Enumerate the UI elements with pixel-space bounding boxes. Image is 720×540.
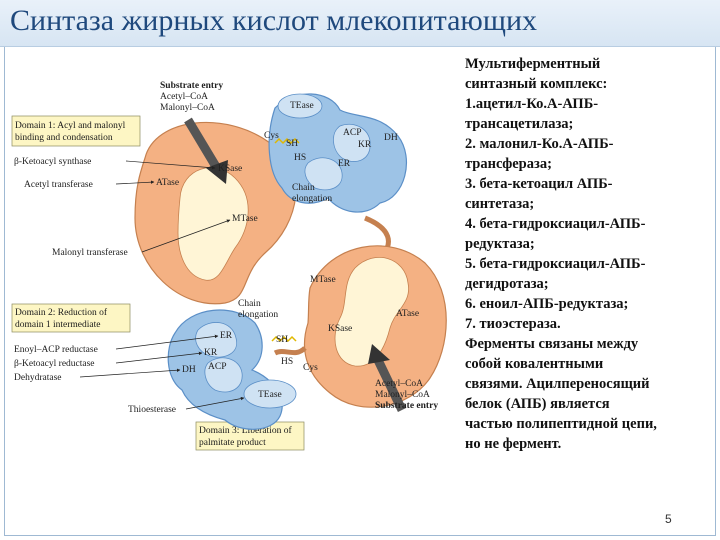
upper-acyl-chain	[274, 137, 300, 145]
description-line: синтазный комплекс:	[465, 76, 608, 92]
lower-cys-label: Cys	[303, 363, 318, 373]
thioesterase-label: Thioesterase	[128, 405, 176, 415]
dehydratase-label: Dehydratase	[14, 373, 61, 383]
ketoacyl-reductase-pointer	[115, 351, 203, 364]
acetyl-transferase-pointer	[115, 180, 155, 185]
description-text: Мультиферментный синтазный комплекс: 1.а…	[465, 54, 715, 454]
domain1-box	[11, 115, 141, 147]
description-line: 1.ацетил-Ко.А-АПБ-	[465, 96, 599, 112]
chain-elongation-upper-line2: elongation	[292, 194, 332, 204]
substrate-top-line3: Malonyl–CoA	[160, 103, 215, 113]
upper-dh-label: DH	[384, 133, 398, 143]
description-line: Мультиферментный	[465, 56, 601, 72]
domain1-label-line2: binding and condensation	[15, 133, 113, 143]
description-line: собой ковалентными	[465, 356, 604, 372]
domain1-label-line1: Domain 1: Acyl and malonyl	[15, 121, 126, 131]
substrate-top-line2: Acetyl–CoA	[160, 92, 208, 102]
lower-chain-link	[273, 346, 307, 356]
upper-er-domain	[304, 157, 343, 191]
enoyl-reductase-pointer	[115, 334, 219, 350]
substrate-top-line1: Substrate entry	[160, 81, 223, 91]
description-line: синтетаза;	[465, 196, 535, 212]
description-line: 5. бета-гидроксиацил-АПБ-	[465, 256, 646, 272]
substrate-arrow-bottom-shaft	[373, 358, 407, 412]
description-line: трансацетилаза;	[465, 116, 574, 132]
upper-atase-label: ATase	[156, 178, 179, 188]
upper-sh-label: SH	[286, 139, 298, 149]
substrate-bottom-line3: Substrate entry	[375, 401, 438, 411]
lower-er-domain	[195, 322, 238, 358]
description-line: Ферменты связаны между	[465, 336, 639, 352]
lower-acp-label: ACP	[208, 362, 226, 372]
description-line: 4. бета-гидроксиацил-АПБ-	[465, 216, 646, 232]
substrate-arrow-bottom-head	[368, 344, 390, 364]
malonyl-transferase-label: Malonyl transferase	[52, 247, 128, 258]
description-line: 2. малонил-Ко.А-АПБ-	[465, 136, 614, 152]
substrate-bottom-line2: Malonyl–CoA	[375, 390, 430, 400]
lower-tease-domain	[243, 379, 297, 409]
enoyl-reductase-label: Enoyl–ACP reductase	[14, 345, 98, 355]
upper-ksase-label: KSase	[218, 164, 242, 174]
upper-hs-label: HS	[294, 153, 306, 163]
substrate-arrow-top-head	[206, 160, 228, 184]
description-line: но не фермент.	[465, 436, 562, 452]
lower-sh-label: SH	[276, 335, 288, 345]
domain2-box	[11, 303, 131, 333]
upper-acp-domain	[333, 123, 371, 162]
upper-kr-label: KR	[358, 140, 372, 150]
ketoacyl-synthase-label: β-Ketoacyl synthase	[14, 157, 91, 167]
dehydratase-pointer	[79, 368, 181, 378]
description-line: 6. еноил-АПБ-редуктаза;	[465, 296, 629, 312]
malonyl-transferase-pointer	[141, 219, 231, 253]
title-band: Синтаза жирных кислот млекопитающих	[0, 0, 720, 47]
lower-ksase-label: KSase	[328, 324, 352, 334]
description-line: связями. Ацилпереносящий	[465, 376, 650, 392]
lower-atase-label: ATase	[396, 309, 419, 319]
substrate-bottom-line1: Acetyl–CoA	[375, 379, 423, 389]
acetyl-transferase-label: Acetyl transferase	[24, 179, 93, 190]
chain-elongation-upper-line1: Chain	[292, 183, 315, 193]
lower-acyl-chain	[271, 335, 297, 343]
chain-elongation-lower-line2: elongation	[238, 310, 278, 320]
lower-hs-label: HS	[281, 357, 293, 367]
domain2-label-line1: Domain 2: Reduction of	[15, 307, 108, 318]
domain3-label-line1: Domain 3: Liberation of	[199, 425, 292, 436]
domain3-label-line2: palmitate product	[199, 438, 266, 448]
description-line: трансфераза;	[465, 156, 552, 172]
domain2-label-line2: domain 1 intermediate	[15, 320, 100, 330]
upper-acp-label: ACP	[343, 128, 361, 138]
upper-mtase-label: MTase	[232, 214, 258, 224]
chain-elongation-lower-line1: Chain	[238, 299, 261, 309]
lower-dh-label: DH	[182, 365, 196, 375]
lower-tease-label: TEase	[258, 390, 282, 400]
thioesterase-pointer	[185, 396, 245, 410]
lower-acp-domain	[204, 357, 243, 393]
fas-diagram-svg: Domain 1: Acyl and malonyl binding and c…	[11, 81, 447, 451]
lower-kr-label: KR	[204, 348, 218, 358]
fas-diagram: Domain 1: Acyl and malonyl binding and c…	[10, 48, 460, 488]
description-line: 3. бета-кетоацил АПБ-	[465, 176, 613, 192]
substrate-arrow-top-shaft	[184, 117, 222, 173]
ketoacyl-synthase-pointer	[125, 160, 216, 170]
upper-tease-label: TEase	[290, 101, 314, 111]
upper-cys-label: Cys	[264, 131, 279, 141]
upper-er-label: ER	[338, 159, 351, 169]
description-line: белок (АПБ) является	[465, 396, 610, 412]
page-number: 5	[665, 512, 672, 526]
upper-tease-domain	[277, 93, 323, 119]
description-line: 7. тиоэстераза.	[465, 316, 561, 332]
ketoacyl-reductase-label: β-Ketoacyl reductase	[14, 359, 95, 369]
slide-title: Синтаза жирных кислот млекопитающих	[10, 4, 537, 37]
description-line: частью полипептидной цепи,	[465, 416, 657, 432]
description-line: редуктаза;	[465, 236, 535, 252]
lower-mtase-label: MTase	[310, 275, 336, 285]
lower-er-label: ER	[220, 331, 233, 341]
description-line: дегидротаза;	[465, 276, 549, 292]
